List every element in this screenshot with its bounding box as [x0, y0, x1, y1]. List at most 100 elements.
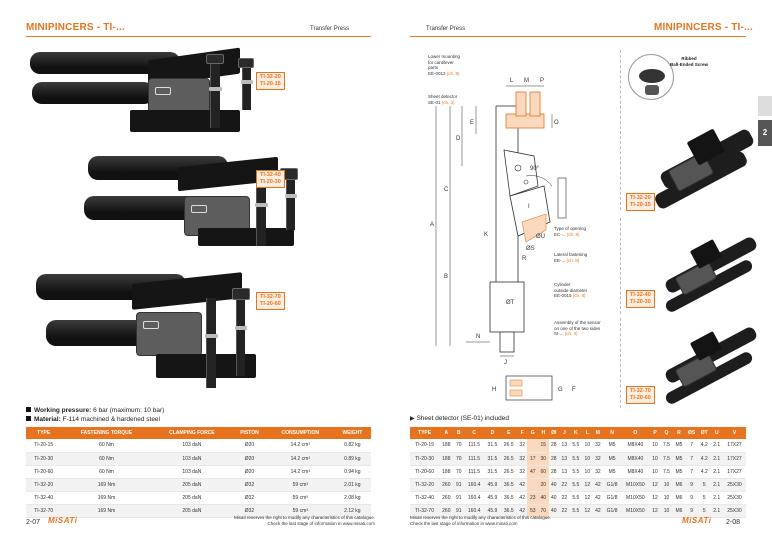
table-cell: 36.5 [500, 504, 517, 518]
table-cell: Ø32 [232, 478, 267, 492]
table-cell: 42 [516, 504, 528, 518]
table-cell: 17 [527, 452, 538, 466]
table-cell: 42 [592, 504, 604, 518]
product-tag-3: TI-32-70 TI-20-60 [256, 292, 285, 310]
table-cell: 12 [649, 491, 661, 505]
table-cell: 28 [548, 439, 560, 453]
table-cell: 59 cm³ [266, 491, 334, 505]
table-cell: 42 [592, 478, 604, 492]
table-cell: 14.2 cm³ [266, 439, 334, 453]
page-number: 2-08 [726, 519, 741, 526]
svg-text:L: L [510, 78, 514, 84]
table-cell: M8X40 [621, 452, 650, 466]
table-cell: 160.4 [464, 491, 485, 505]
table-cell: 13 [559, 439, 570, 453]
svg-text:P: P [540, 78, 544, 84]
table-cell: TI-20-15 [410, 439, 440, 453]
product-thumbnail-3 [620, 318, 770, 408]
ribbed-screw-label: Ribbed Ball-Ended Screw [670, 56, 709, 67]
table-cell: TI-20-60 [410, 465, 440, 479]
column-header: G [527, 427, 538, 439]
table-cell: 160.4 [464, 504, 485, 518]
table-cell: 25X30 [722, 491, 746, 505]
column-header: ØT [698, 427, 711, 439]
table-cell: 42 [516, 491, 528, 505]
svg-text:D: D [456, 136, 461, 142]
table-cell: TI-20-30 [410, 452, 440, 466]
table-cell: 2.1 [710, 504, 723, 518]
chapter-tab: 2 [758, 120, 772, 146]
table-cell: 7.5 [660, 452, 673, 466]
table-cell: 53 [527, 504, 538, 518]
column-header: TYPE [410, 427, 440, 439]
table-cell: 26.5 [500, 465, 517, 479]
svg-text:R: R [522, 256, 527, 262]
table-cell: 9 [685, 504, 699, 518]
table-cell: 26.5 [500, 452, 517, 466]
table-cell: 40 [548, 491, 560, 505]
table-cell: G1/8 [603, 504, 621, 518]
column-header: N [603, 427, 621, 439]
table-cell: 25X30 [722, 478, 746, 492]
table-cell: 45.9 [484, 504, 501, 518]
table-cell: 31.5 [484, 452, 501, 466]
table-cell: 17X27 [722, 465, 746, 479]
table-cell: 40 [548, 504, 560, 518]
table-cell: 36.5 [500, 478, 517, 492]
product-image-ti-32-20 [30, 46, 280, 141]
svg-text:ØU: ØU [536, 234, 545, 240]
product-tag-2: TI-32-40 TI-20-30 [626, 290, 655, 308]
table-cell: 32 [516, 452, 528, 466]
table-cell: 42 [592, 491, 604, 505]
table-cell: 36.5 [500, 491, 517, 505]
table-cell: 47 [527, 465, 538, 479]
table-cell: TI-32-20 [410, 478, 440, 492]
table-cell: 2.1 [710, 452, 723, 466]
table-cell: 0.82 kg [333, 439, 371, 453]
column-header: L [582, 427, 593, 439]
table-cell: 4.2 [698, 465, 711, 479]
table-cell: 10 [660, 491, 673, 505]
page-title: MINIPINCERS - TI-... [26, 22, 125, 33]
column-header: TYPE [26, 427, 62, 439]
table-cell: M6 [672, 504, 686, 518]
column-header: A [439, 427, 454, 439]
table-cell: TI-20-60 [26, 465, 62, 479]
table-cell: 5.5 [569, 504, 583, 518]
table-cell: 2.08 kg [333, 491, 371, 505]
table-cell: M8X40 [621, 439, 650, 453]
product-image-ti-32-40 [80, 150, 310, 250]
svg-text:N: N [476, 334, 480, 340]
table-cell: M10X50 [621, 504, 650, 518]
svg-text:90°: 90° [530, 166, 540, 172]
table-cell: Ø32 [232, 491, 267, 505]
technical-drawing: A B C D E M P L O N J K I ØT ØS ØU R 90°… [426, 46, 616, 406]
table-cell: M6 [672, 491, 686, 505]
table-cell: 188 [439, 452, 454, 466]
table-cell: 10 [660, 504, 673, 518]
table-cell: M5 [672, 452, 686, 466]
table-cell: 5.5 [569, 465, 583, 479]
column-header: E [500, 427, 517, 439]
table-cell: G1/8 [603, 491, 621, 505]
svg-text:E: E [470, 120, 474, 126]
table-cell: 70 [538, 504, 549, 518]
svg-text:ØT: ØT [506, 300, 515, 306]
footer-note: Misati reserves the right to modify any … [233, 515, 375, 526]
footer-note: Misati reserves the right to modify any … [410, 515, 552, 526]
table-cell: 10 [649, 452, 661, 466]
table-cell: 42 [516, 478, 528, 492]
column-header: FASTENING TORQUE [61, 427, 152, 439]
table-cell: 70 [453, 465, 465, 479]
table-cell: 14.2 cm³ [266, 452, 334, 466]
column-header: R [672, 427, 686, 439]
spec-working-pressure: Working pressure: 6 bar (maximum: 10 bar… [26, 407, 164, 415]
table-cell: 70 [453, 452, 465, 466]
table-cell: 40 [538, 491, 549, 505]
